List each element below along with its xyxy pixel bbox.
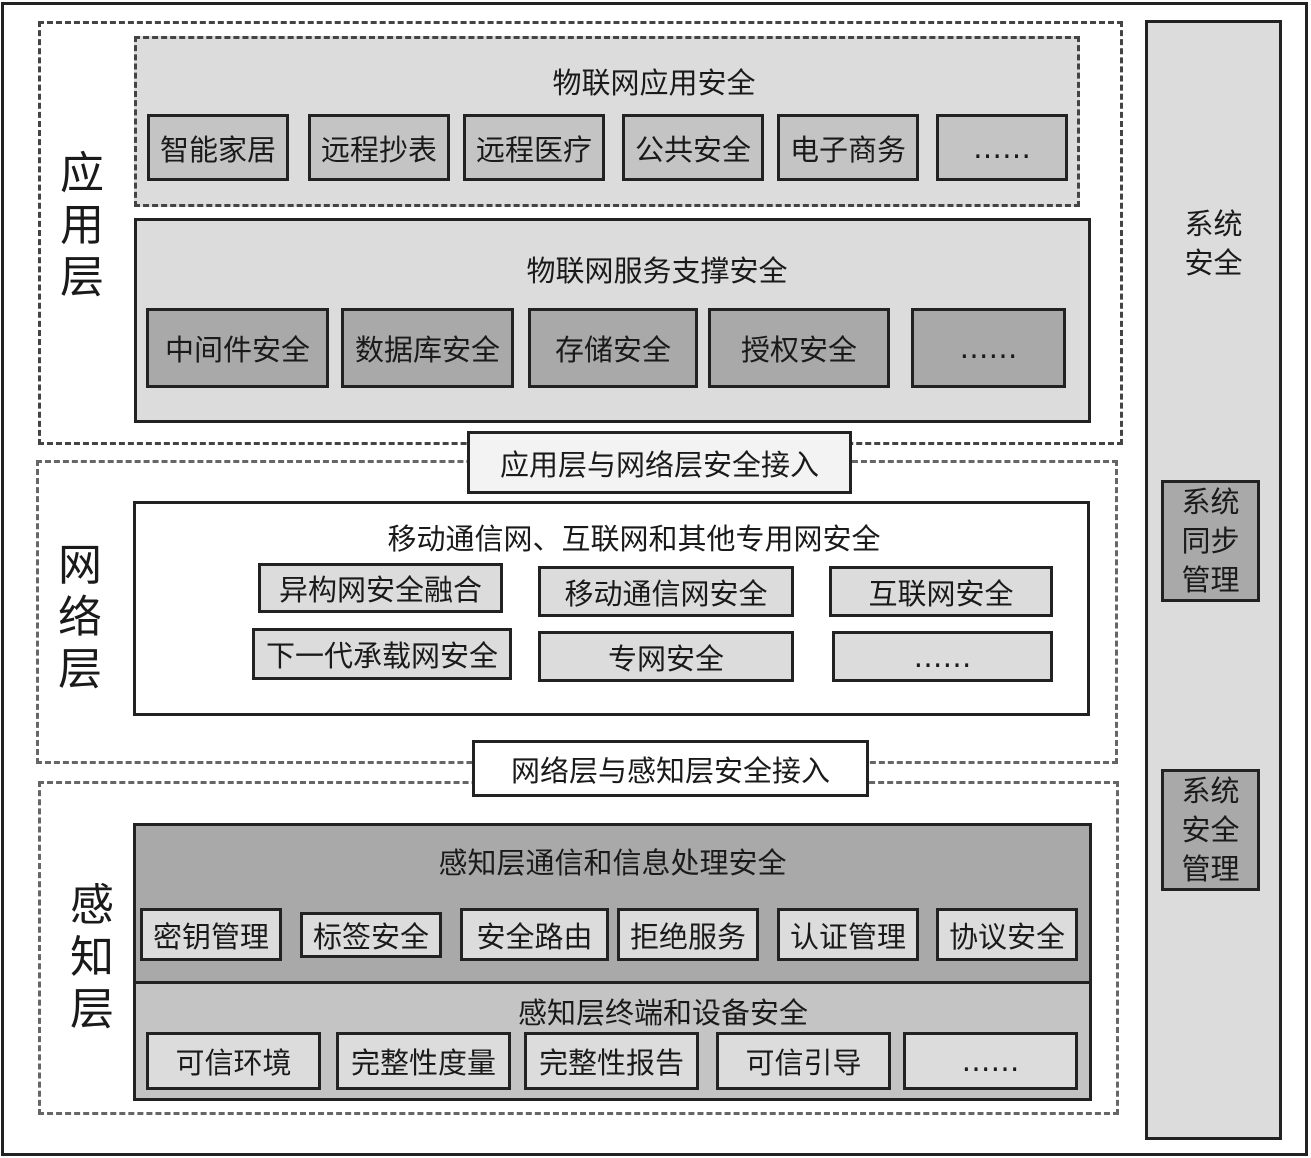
service-item-storage: 存储安全 [528, 308, 698, 388]
system-security-mgmt-box: 系统 安全 管理 [1161, 769, 1260, 891]
comm-item-auth-mgmt: 认证管理 [777, 908, 919, 961]
net-item-more: …… [832, 631, 1053, 682]
application-layer-label: 应 用 层 [60, 148, 104, 303]
net-item-mobile: 移动通信网安全 [538, 566, 794, 617]
iot-app-security-title: 物联网应用安全 [552, 66, 756, 100]
net-item-next-gen: 下一代承载网安全 [252, 628, 512, 680]
service-item-authorization: 授权安全 [708, 308, 890, 388]
app-item-remote-medical: 远程医疗 [463, 114, 605, 181]
system-sync-mgmt-box: 系统 同步 管理 [1161, 480, 1260, 602]
comm-item-secure-routing: 安全路由 [460, 908, 609, 961]
system-security-mgmt-label: 系统 安全 管理 [1181, 773, 1240, 886]
comm-item-dos: 拒绝服务 [617, 908, 759, 961]
iot-app-security-panel [134, 36, 1080, 207]
terminal-item-more: …… [903, 1032, 1078, 1090]
service-item-more: …… [911, 308, 1066, 388]
terminal-item-trusted-env: 可信环境 [146, 1032, 321, 1090]
net-item-internet: 互联网安全 [829, 566, 1053, 617]
app-item-ecommerce: 电子商务 [777, 114, 919, 181]
system-sync-mgmt-label: 系统 同步 管理 [1181, 484, 1240, 597]
service-item-middleware: 中间件安全 [146, 308, 329, 388]
network-security-title: 移动通信网、互联网和其他专用网安全 [387, 522, 881, 556]
network-layer-label: 网 络 层 [58, 540, 102, 695]
app-item-smart-home: 智能家居 [147, 114, 289, 181]
net-item-private: 专网安全 [538, 631, 794, 682]
terminal-item-integrity-report: 完整性报告 [524, 1032, 699, 1090]
perception-terminal-title: 感知层终端和设备安全 [517, 996, 808, 1030]
app-item-public-safety: 公共安全 [622, 114, 764, 181]
perception-comm-title: 感知层通信和信息处理安全 [438, 846, 787, 880]
app-network-access-box: 应用层与网络层安全接入 [467, 431, 852, 494]
comm-item-key-mgmt: 密钥管理 [140, 908, 282, 961]
net-item-heterogeneous: 异构网安全融合 [258, 563, 503, 613]
iot-service-support-title: 物联网服务支撑安全 [526, 254, 788, 288]
network-perception-access-box: 网络层与感知层安全接入 [472, 740, 869, 797]
app-item-more: …… [936, 114, 1068, 181]
perception-layer-label: 感 知 层 [70, 880, 114, 1035]
system-security-title: 系统 安全 [1184, 207, 1243, 280]
app-item-remote-meter: 远程抄表 [308, 114, 450, 181]
terminal-item-trusted-boot: 可信引导 [716, 1032, 891, 1090]
comm-item-tag-security: 标签安全 [300, 912, 442, 958]
service-item-database: 数据库安全 [341, 308, 514, 388]
terminal-item-integrity-measure: 完整性度量 [336, 1032, 511, 1090]
comm-item-protocol: 协议安全 [936, 908, 1078, 961]
